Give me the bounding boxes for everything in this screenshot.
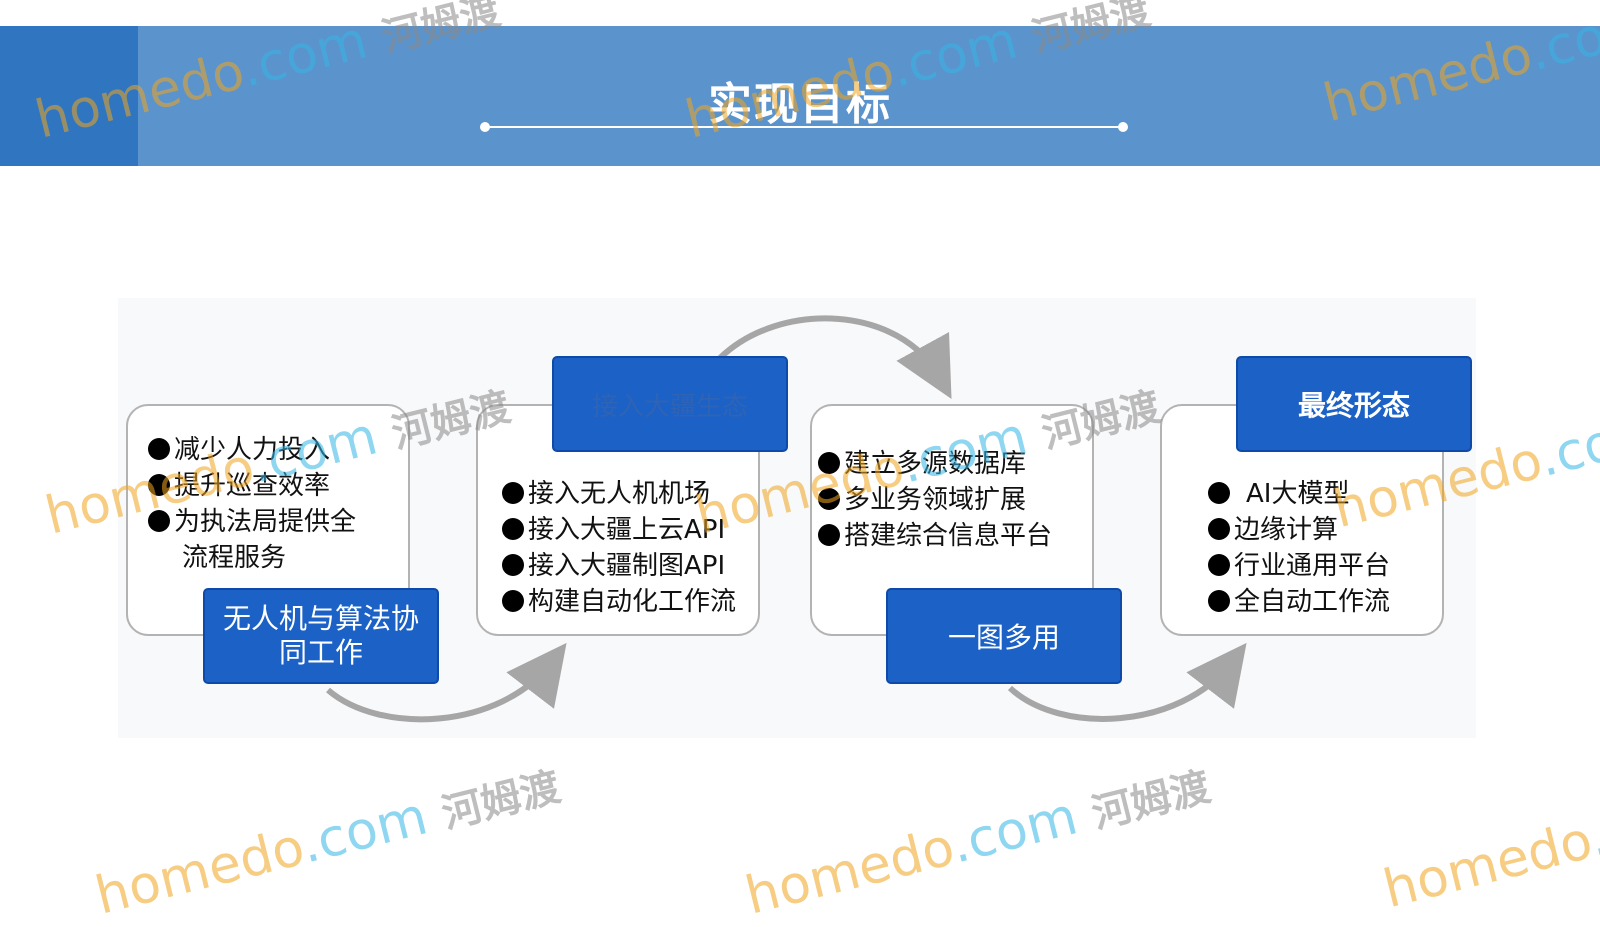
tag-final-form: 最终形态 (1236, 356, 1472, 452)
bullet-icon (148, 474, 170, 496)
bullet-icon (502, 554, 524, 576)
bullet-icon (502, 518, 524, 540)
list-item: 为执法局提供全 (148, 504, 356, 540)
bullet-icon (818, 452, 840, 474)
arrow-3 (1007, 642, 1247, 722)
bullet-icon (1208, 518, 1230, 540)
tag-dji-ecosystem: 接入大疆生态 (552, 356, 788, 452)
list-item: 提升巡查效率 (148, 468, 356, 504)
page-title: 实现目标 (708, 79, 892, 130)
list-item: 全自动工作流 (1208, 584, 1390, 620)
card-final-list: AI大模型 边缘计算 行业通用平台 全自动工作流 (1208, 476, 1390, 620)
bullet-icon (1208, 554, 1230, 576)
list-item: 建立多源数据库 (818, 446, 1052, 482)
list-item: 行业通用平台 (1208, 548, 1390, 584)
bullet-icon (1208, 482, 1230, 504)
header-banner: 实现目标 (0, 26, 1600, 166)
tag-one-map-multi-use: 一图多用 (886, 588, 1122, 684)
title-underline (484, 126, 1124, 128)
list-item: 接入大疆上云API (502, 512, 736, 548)
underline-right-dot (1118, 122, 1128, 132)
arrow-2 (717, 315, 952, 400)
card-goals-list: 减少人力投入 提升巡查效率 为执法局提供全 流程服务 (148, 432, 356, 576)
underline-left-dot (480, 122, 490, 132)
list-item: AI大模型 (1208, 476, 1390, 512)
bullet-icon (502, 482, 524, 504)
bullet-icon (502, 590, 524, 612)
bullet-icon (818, 524, 840, 546)
bullet-icon (148, 438, 170, 460)
bullet-icon (1208, 590, 1230, 612)
card-dji-list: 接入无人机机场 接入大疆上云API 接入大疆制图API 构建自动化工作流 (502, 476, 736, 620)
list-item: 流程服务 (182, 543, 287, 573)
arrow-1 (326, 642, 567, 723)
tag-drone-algorithm: 无人机与算法协同工作 (203, 588, 439, 684)
list-item: 搭建综合信息平台 (818, 518, 1052, 554)
card-multi-use-list: 建立多源数据库 多业务领域扩展 搭建综合信息平台 (818, 446, 1052, 554)
list-item: 构建自动化工作流 (502, 584, 736, 620)
list-item: 接入大疆制图API (502, 548, 736, 584)
bullet-icon (148, 510, 170, 532)
list-item: 减少人力投入 (148, 432, 356, 468)
bullet-icon (818, 488, 840, 510)
list-item: 多业务领域扩展 (818, 482, 1052, 518)
list-item: 边缘计算 (1208, 512, 1390, 548)
flow-arrows (326, 315, 1247, 723)
list-item: 接入无人机机场 (502, 476, 736, 512)
header-accent-block (0, 26, 138, 166)
